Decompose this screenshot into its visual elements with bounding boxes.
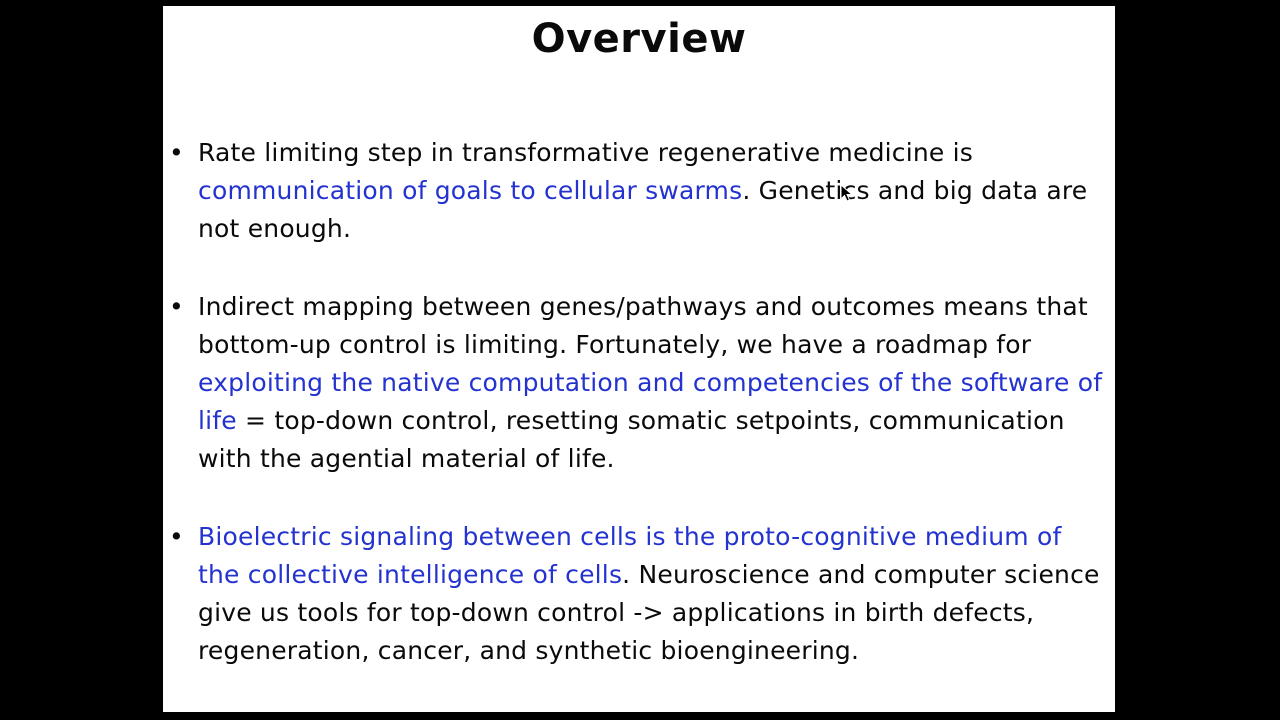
bullet-text-highlight: Bioelectric signaling between cells is t… [198,522,1062,589]
bullet-dot: • [169,522,184,551]
bullet-item-1: • Rate limiting step in transformative r… [169,134,1110,248]
bullet-dot: • [169,138,184,167]
bullet-text-segment: . Genetics and big data are not enough. [198,176,1088,243]
bullet-text-segment: = top-down control, resetting somatic se… [198,406,1065,473]
slide-title: Overview [531,16,747,62]
bullet-text-segment: Rate limiting step in transformative reg… [198,138,974,167]
slide: Overview • Rate limiting step in transfo… [163,6,1115,712]
bullet-item-3: • Bioelectric signaling between cells is… [169,518,1110,670]
bullet-dot: • [169,292,184,321]
bullet-text-highlight: communication of goals to cellular swarm… [198,176,743,205]
bullet-list: • Rate limiting step in transformative r… [169,134,1110,710]
bullet-text-highlight: exploiting the native computation and co… [198,368,1103,435]
bullet-item-2: • Indirect mapping between genes/pathway… [169,288,1110,478]
bullet-text-segment: Indirect mapping between genes/pathways … [198,292,1088,359]
bullet-text-segment: . Neuroscience and computer science give… [198,560,1100,665]
